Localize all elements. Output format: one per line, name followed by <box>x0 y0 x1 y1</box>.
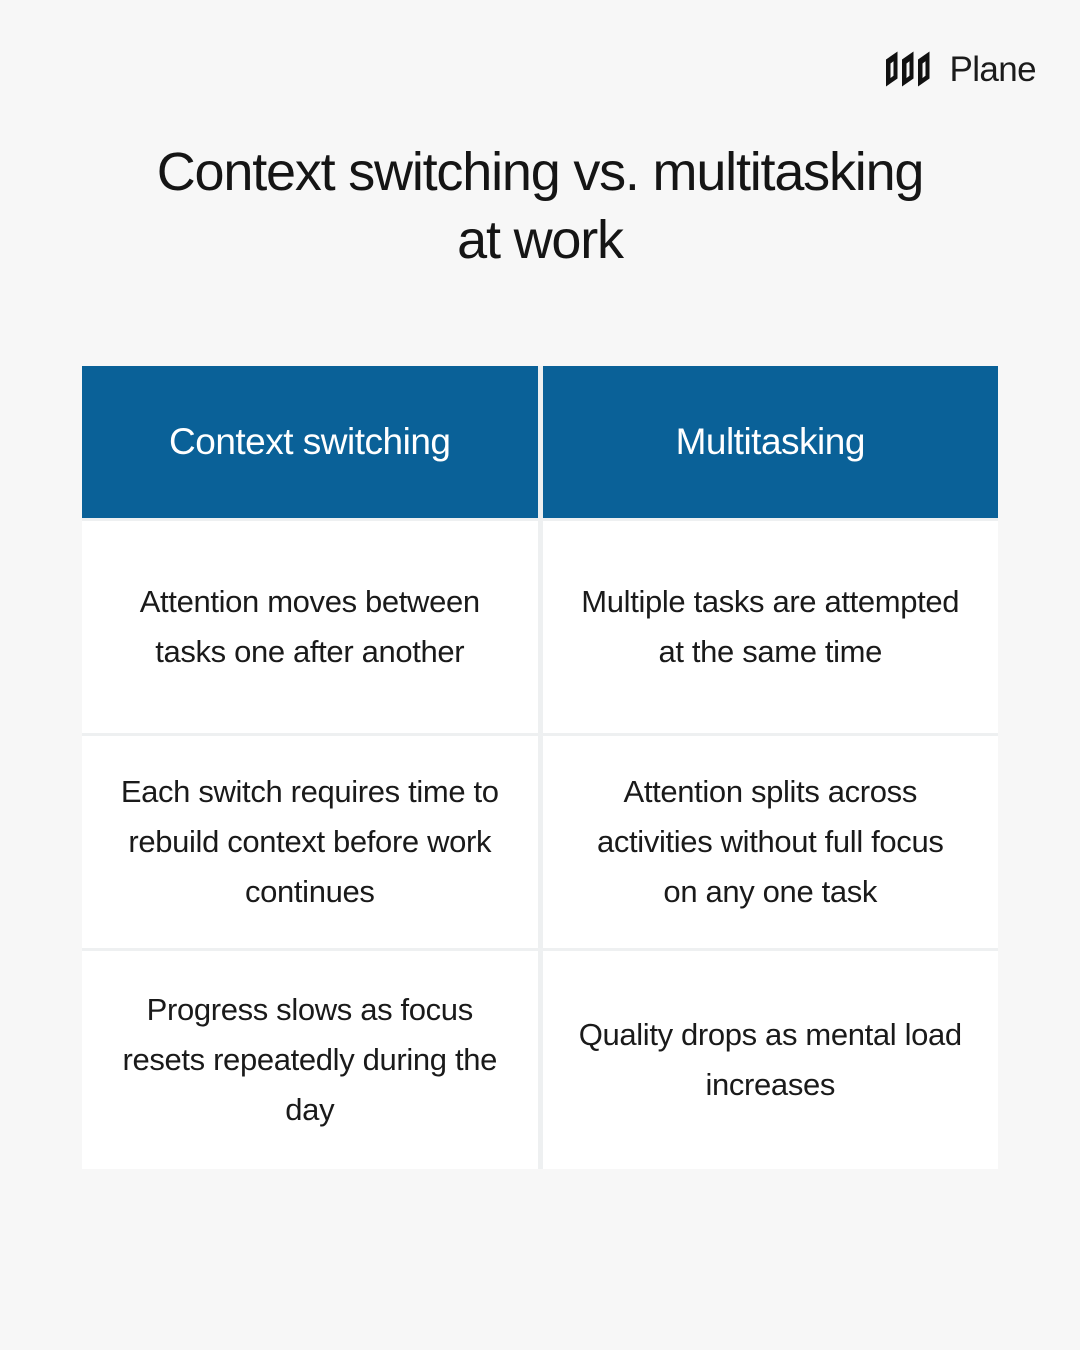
table-header-row: Context switching Multitasking <box>82 366 998 518</box>
table-row: Each switch requires time to rebuild con… <box>82 736 998 948</box>
page-title: Context switching vs. multitasking at wo… <box>156 142 925 271</box>
table-cell-multitasking-2: Attention splits across activities witho… <box>542 736 998 948</box>
table-row: Progress slows as focus resets repeatedl… <box>82 951 998 1169</box>
table-cell-multitasking-3: Quality drops as mental load increases <box>542 951 998 1169</box>
table-header-cell-multitasking: Multitasking <box>542 366 998 518</box>
table-row: Attention moves between tasks one after … <box>82 521 998 733</box>
brand-logo: Plane <box>884 49 1037 89</box>
table-cell-multitasking-1: Multiple tasks are attempted at the same… <box>542 521 998 733</box>
table-header-cell-context-switching: Context switching <box>82 366 538 518</box>
table-cell-context-switching-2: Each switch requires time to rebuild con… <box>82 736 538 948</box>
plane-logo-icon <box>886 51 930 87</box>
table-cell-context-switching-1: Attention moves between tasks one after … <box>82 521 538 733</box>
table-cell-context-switching-3: Progress slows as focus resets repeatedl… <box>82 951 538 1169</box>
comparison-table: Context switching Multitasking Attention… <box>82 366 998 1169</box>
brand-name: Plane <box>949 49 1036 89</box>
